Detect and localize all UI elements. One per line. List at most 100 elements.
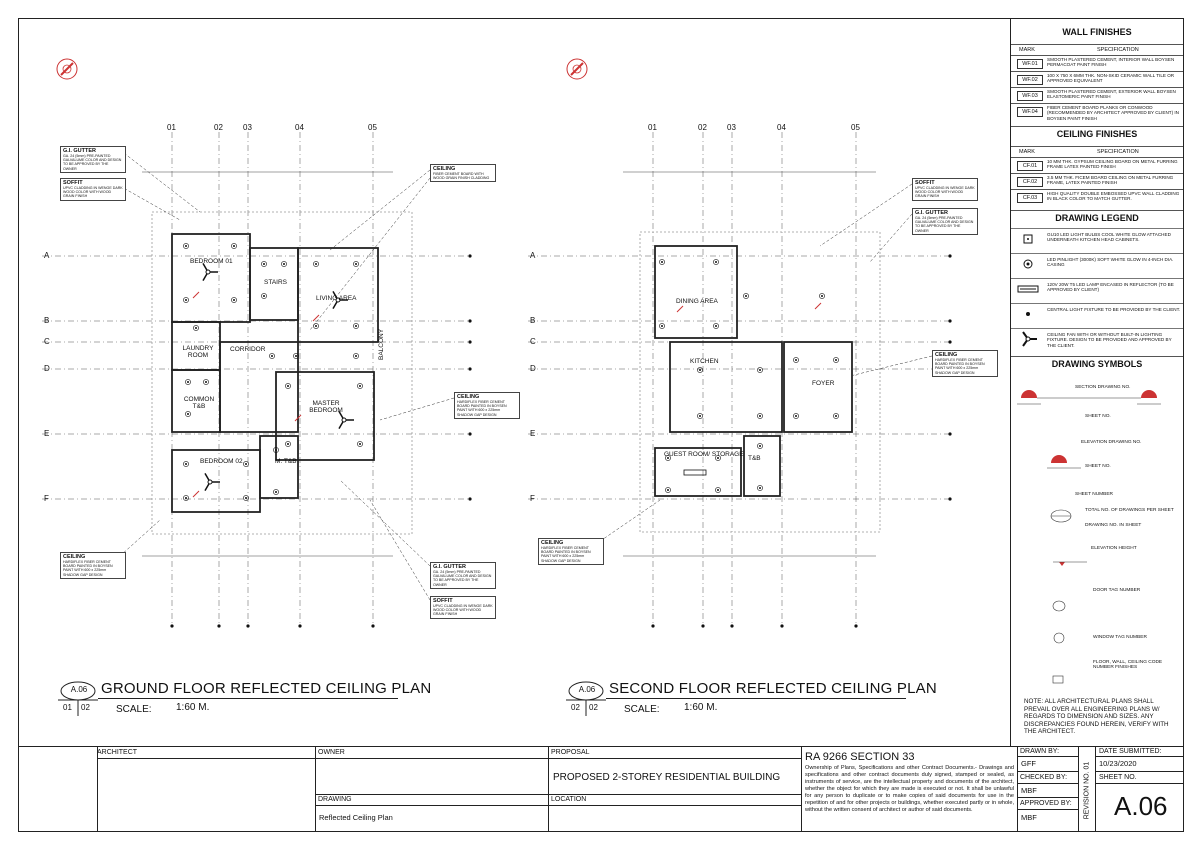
room-label: BALCONY bbox=[378, 328, 385, 360]
room-label: COMMON T&B bbox=[183, 396, 215, 410]
grid-col-label: 02 bbox=[214, 123, 223, 132]
finish-mark: CF.01 bbox=[1017, 161, 1043, 171]
approved-by-label: APPROVED BY: bbox=[1020, 800, 1072, 807]
callout-text: HARDIFLEX FIBER CEMENT BOARD PAINTED IN … bbox=[541, 546, 591, 563]
grid-col-label: 03 bbox=[243, 123, 252, 132]
legend-text: GU10 LED LIGHT BULBS COOL WHITE GLOW ATT… bbox=[1047, 232, 1171, 243]
sheet-ref: A.06 bbox=[70, 685, 88, 694]
finish-mark: WF.03 bbox=[1017, 91, 1043, 101]
room-label: MASTER BEDROOM bbox=[309, 400, 343, 414]
symbol-label: SECTION DRAWING NO. bbox=[1075, 385, 1131, 390]
sheet-no: A.06 bbox=[1114, 791, 1168, 821]
ceiling-fan-icon bbox=[1015, 331, 1041, 347]
symbol-label: DRAWING NO. IN SHEET bbox=[1085, 523, 1142, 528]
drawn-by-label: DRAWN BY: bbox=[1020, 748, 1060, 755]
wall-finishes-header: MARK SPECIFICATION bbox=[1011, 44, 1183, 55]
date-sheet-cell: DATE SUBMITTED: 10/23/2020 SHEET NO. A.0… bbox=[1096, 747, 1183, 831]
ceiling-finishes-header: MARK SPECIFICATION bbox=[1011, 146, 1183, 157]
symbol-label: ELEVATION DRAWING NO. bbox=[1081, 440, 1142, 445]
scale-label: SCALE: bbox=[624, 704, 660, 715]
callout-text: HARDIFLEX FIBER CEMENT BOARD PAINTED IN … bbox=[935, 358, 985, 375]
grid-col-label: 04 bbox=[295, 123, 304, 132]
symbol-label: SHEET NO. bbox=[1085, 414, 1111, 419]
room-label: LAUNDRY ROOM bbox=[182, 345, 214, 359]
legend-row: LED PINLIGHT (3000K) SOFT WHITE GLOW IN … bbox=[1011, 253, 1183, 276]
grid-row-label: A bbox=[530, 251, 536, 260]
finish-mark: WF.01 bbox=[1017, 59, 1043, 69]
grid-col-label: 03 bbox=[727, 123, 736, 132]
room-label: M. T&B bbox=[275, 458, 297, 465]
finish-row: WF.01 SMOOTH PLASTERED CEMENT, INTERIOR W… bbox=[1011, 55, 1183, 70]
drawing-total: 02 bbox=[589, 703, 598, 712]
grid-col-label: 05 bbox=[851, 123, 860, 132]
ceiling-finishes-title: CEILING FINISHES bbox=[1011, 126, 1183, 139]
callout-text: UPVC CLADDING IN WENGE DARK WOOD COLOR W… bbox=[63, 186, 123, 199]
callout-text: GA. 24 (5mm) PRE-PAINTED GALVALUME COLOR… bbox=[915, 216, 974, 233]
finish-row: CF.01 10 MM THK. GYPSUM CEILING BOARD ON … bbox=[1011, 157, 1183, 172]
date-value: 10/23/2020 bbox=[1099, 759, 1137, 768]
callout-title: G.I. GUTTER bbox=[915, 210, 948, 216]
finish-spec: HIGH QUALITY DOUBLE EMBOSSED UPVC WALL C… bbox=[1047, 191, 1180, 202]
symbol-label: SHEET NUMBER bbox=[1075, 492, 1114, 497]
legend-row: CEILING FAN WITH OR WITHOUT BUILT-IN LIG… bbox=[1011, 328, 1183, 351]
room-label: CORRIDOR bbox=[230, 346, 266, 353]
drawing-symbols-title: DRAWING SYMBOLS bbox=[1011, 356, 1183, 369]
legend-text: 120V 20W T5 LED LAMP ENCASED IN REFLECTO… bbox=[1047, 282, 1174, 293]
drawing-total: 02 bbox=[81, 703, 90, 712]
finish-spec: 10 MM THK. GYPSUM CEILING BOARD ON METAL… bbox=[1047, 159, 1178, 170]
room-label: FOYER bbox=[812, 380, 835, 387]
plan-title: SECOND FLOOR REFLECTED CEILING PLAN bbox=[609, 680, 937, 697]
scale-value: 1:60 M. bbox=[176, 702, 210, 713]
square-light-icon bbox=[1015, 231, 1041, 247]
grid-row-label: B bbox=[44, 316, 50, 325]
symbol-label: SHEET NO. bbox=[1085, 464, 1111, 469]
room-label: KITCHEN bbox=[690, 358, 719, 365]
callout-title: SOFFIT bbox=[433, 598, 453, 604]
callout-text: FIBER CEMENT BOARD WITH WOOD GRAIN FINIS… bbox=[433, 172, 490, 181]
architect-label: ARCHITECT bbox=[97, 749, 138, 756]
callout-text: UPVC CLADDING IN WENGE DARK WOOD COLOR W… bbox=[915, 186, 975, 199]
symbol-label: ELEVATION HEIGHT bbox=[1091, 546, 1137, 551]
date-label: DATE SUBMITTED: bbox=[1099, 748, 1162, 755]
symbol-label: DOOR TAG NUMBER bbox=[1093, 588, 1141, 593]
ra-text: Ownership of Plans, Specifications and o… bbox=[805, 765, 1014, 813]
drawn-by: GFF bbox=[1021, 759, 1036, 768]
symbol-glyphs bbox=[1017, 390, 1161, 684]
wall-finishes-title: WALL FINISHES bbox=[1062, 27, 1132, 37]
grid-row-label: A bbox=[44, 251, 50, 260]
legend-text: CENTRAL LIGHT FIXTURE TO BE PROVIDED BY … bbox=[1047, 307, 1181, 312]
scale-value: 1:60 M. bbox=[684, 702, 718, 713]
grid-row-label: D bbox=[44, 364, 50, 373]
checked-by-label: CHECKED BY: bbox=[1020, 774, 1068, 781]
grid-row-label: E bbox=[44, 429, 50, 438]
plan-title-block-ground: A.06 01 02 GROUND FLOOR REFLECTED CEILIN… bbox=[58, 678, 478, 718]
sheet-no-label: SHEET NO. bbox=[1099, 774, 1137, 781]
owner-cell: OWNER DRAWING Reflected Ceiling Plan bbox=[316, 747, 549, 831]
architect-cell: ARCHITECT bbox=[19, 747, 316, 831]
finish-spec: SMOOTH PLASTERED CEMENT, INTERIOR WALL B… bbox=[1047, 57, 1175, 68]
mark-col: MARK bbox=[1019, 149, 1035, 155]
revision-label: REVISION NO. 01 bbox=[1083, 761, 1091, 820]
callout-title: CEILING bbox=[433, 166, 456, 172]
grid-row-label: C bbox=[530, 337, 536, 346]
callout-text: UPVC CLADDING IN WENGE DARK WOOD COLOR W… bbox=[433, 604, 493, 617]
signatory-cell: DRAWN BY: GFF CHECKED BY: MBF APPROVED B… bbox=[1018, 747, 1079, 831]
legend-text: CEILING FAN WITH OR WITHOUT BUILT-IN LIG… bbox=[1047, 332, 1172, 348]
proposal-label: PROPOSAL bbox=[551, 749, 590, 756]
legend-row: 120V 20W T5 LED LAMP ENCASED IN REFLECTO… bbox=[1011, 278, 1183, 301]
location-label: LOCATION bbox=[551, 796, 587, 803]
finish-mark: CF.02 bbox=[1017, 177, 1043, 187]
scale-label: SCALE: bbox=[116, 704, 152, 715]
callout-title: G.I. GUTTER bbox=[433, 564, 466, 570]
finish-mark: CF.03 bbox=[1017, 193, 1043, 203]
drawing-number: 01 bbox=[63, 703, 72, 712]
plan-title: GROUND FLOOR REFLECTED CEILING PLAN bbox=[101, 680, 432, 697]
drawing-legend-title: DRAWING LEGEND bbox=[1011, 210, 1183, 223]
room-label: GUEST ROOM/ STORAGE bbox=[664, 451, 744, 458]
